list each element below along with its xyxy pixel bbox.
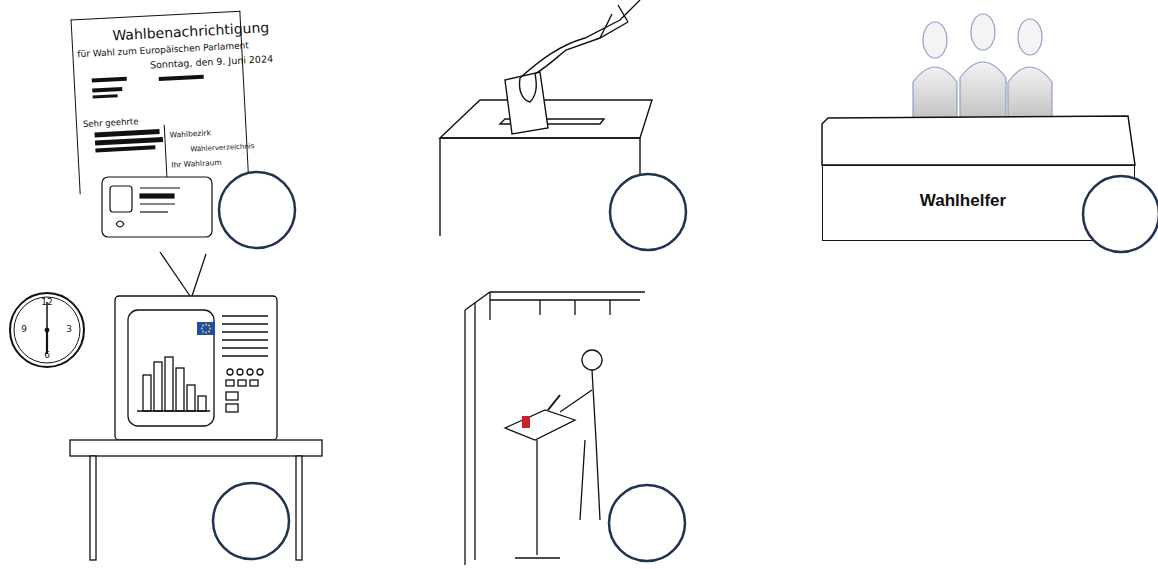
letter-salutation: Sehr geehrte: [83, 117, 139, 129]
eu-stars: [201, 324, 211, 334]
number-circles: [213, 172, 1158, 561]
answer-circle: [213, 483, 289, 559]
letter-field: Ihr Wahlraum: [171, 159, 222, 170]
letter-date: Sonntag, den 9. Juni 2024: [150, 54, 274, 71]
letter-field: Wahlbezirk: [170, 129, 212, 139]
letter-field: Wählerverzeichnis: [190, 143, 254, 154]
helper-figures: [913, 14, 1052, 125]
clock-number: 3: [63, 325, 75, 335]
clock-number: 6: [41, 351, 53, 361]
clock-ring: [14, 297, 80, 363]
helper-desk: Wahlhelfer: [822, 165, 1135, 241]
ballot-box: [440, 0, 652, 236]
answer-circle: [1083, 176, 1158, 252]
desk-top: [822, 116, 1135, 165]
desk-label: Wahlhelfer: [823, 192, 1103, 211]
voting-booth: [465, 292, 645, 565]
election-letter: Wahlbenachrichtigungfür Wahl zum Europäi…: [71, 11, 250, 195]
answer-circle: [609, 485, 685, 561]
answer-circle: [219, 172, 295, 248]
pen: [548, 395, 560, 410]
wall-clock: 12 3 6 9: [9, 292, 85, 368]
id-card: [102, 177, 212, 237]
television: [115, 252, 277, 440]
answer-circle: [610, 174, 686, 250]
letter-heading: Wahlbenachrichtigung: [112, 20, 270, 44]
eu-flag: [197, 322, 215, 335]
clock-number: 9: [18, 325, 30, 335]
table: [70, 440, 322, 560]
ballot-mark: [522, 416, 530, 428]
clock-number: 12: [37, 298, 57, 308]
clock-hands: [45, 302, 49, 354]
